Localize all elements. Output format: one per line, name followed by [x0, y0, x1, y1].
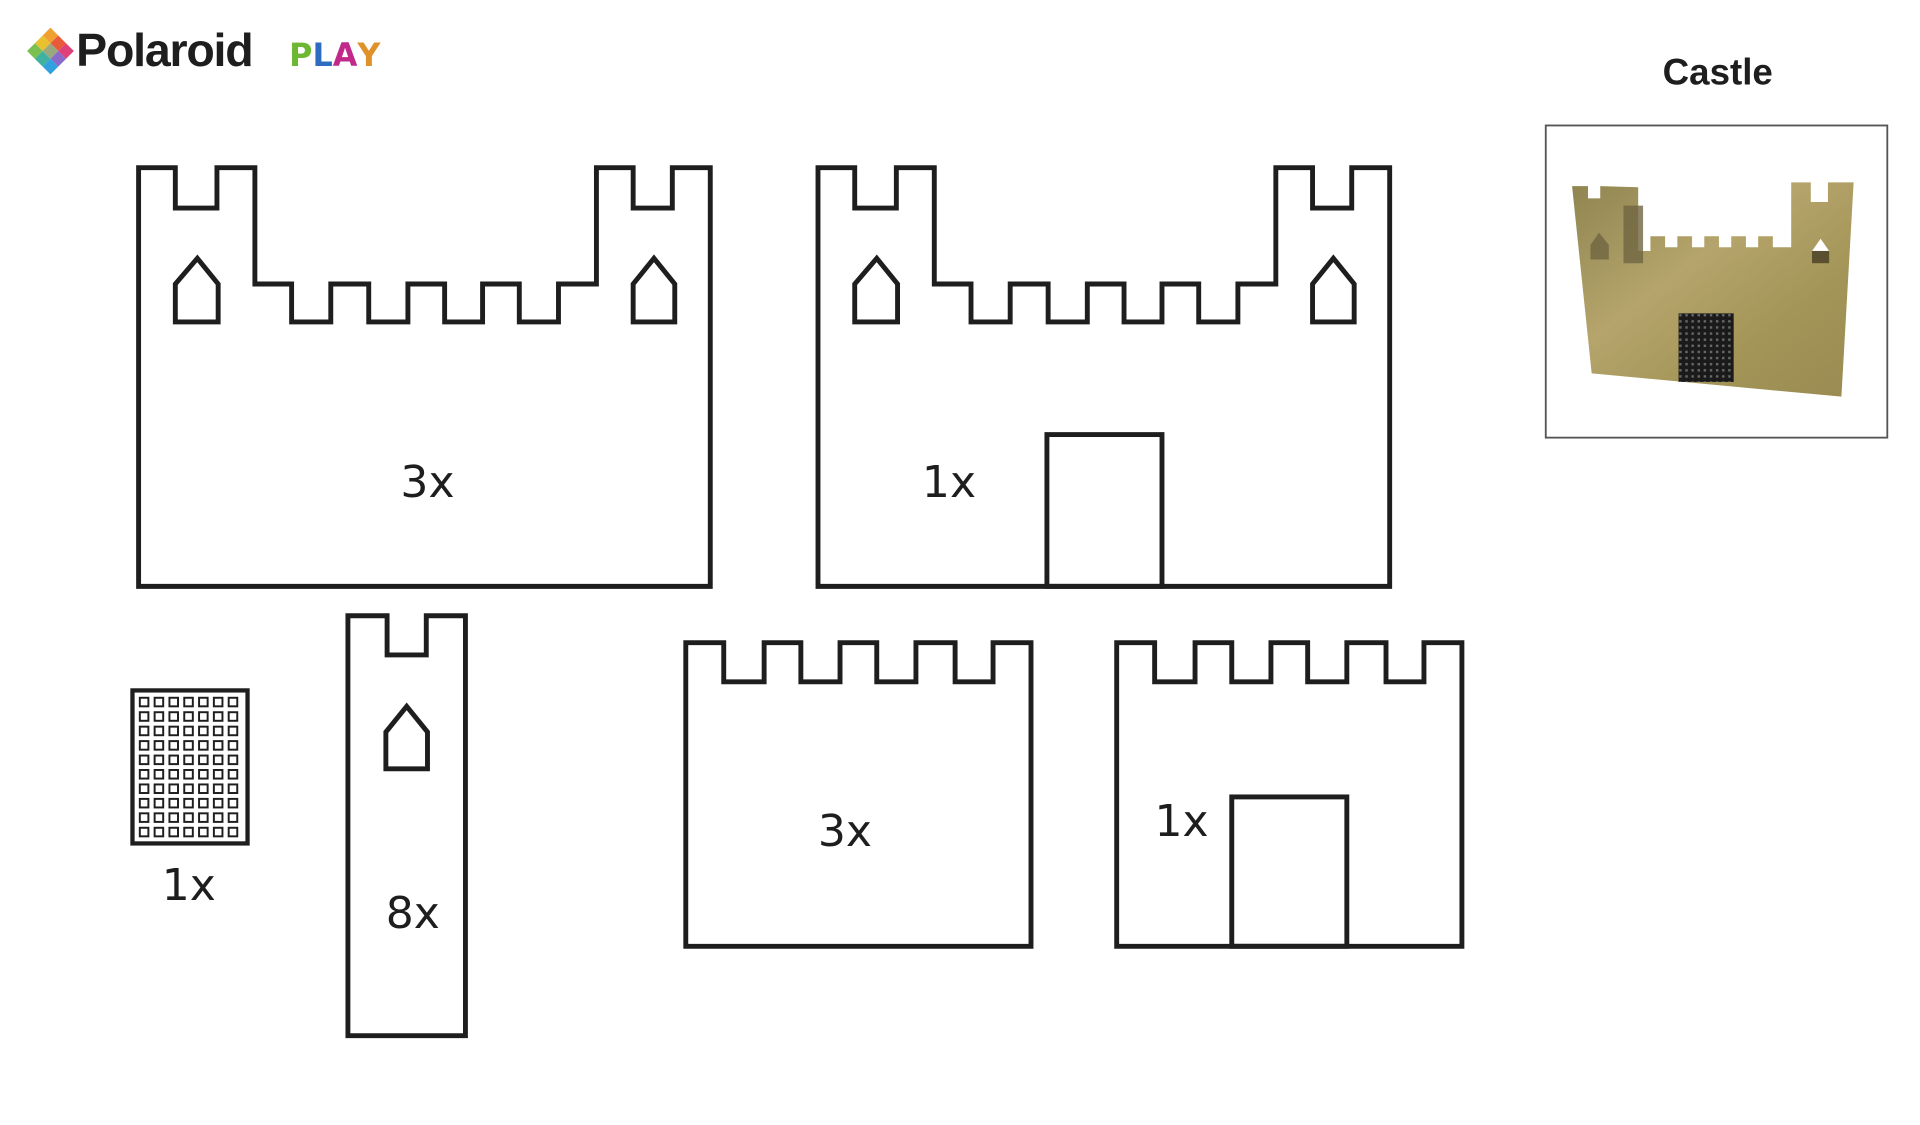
grid-hole — [153, 725, 165, 737]
grid-hole — [183, 740, 194, 751]
grid-hole — [138, 711, 150, 722]
portcullis-grid — [138, 696, 239, 838]
piece-portcullis: 1x — [130, 688, 250, 911]
grid-hole — [183, 754, 194, 766]
grid-hole — [183, 711, 194, 722]
grid-hole — [153, 826, 165, 838]
grid-hole — [212, 754, 224, 766]
grid-hole — [168, 826, 179, 838]
grid-hole — [168, 740, 179, 751]
grid-hole — [138, 740, 150, 751]
logo-brand-text: Polaroid — [76, 24, 252, 76]
grid-hole — [168, 797, 179, 809]
grid-hole — [198, 711, 209, 722]
grid-hole — [138, 769, 150, 780]
logo-play-a: A — [333, 36, 358, 74]
grid-hole — [138, 783, 150, 794]
grid-hole — [168, 783, 179, 794]
grid-hole — [138, 812, 150, 823]
grid-hole — [198, 696, 209, 708]
grid-hole — [153, 797, 165, 809]
grid-hole — [198, 783, 209, 794]
window-left — [172, 254, 221, 325]
grid-hole — [198, 754, 209, 766]
door — [1229, 794, 1350, 949]
grid-hole — [168, 711, 179, 722]
grid-hole — [138, 725, 150, 737]
logo-play-text: PLAY — [289, 36, 381, 74]
grid-hole — [153, 754, 165, 766]
grid-hole — [212, 711, 224, 722]
grid-hole — [153, 783, 165, 794]
grid-hole — [227, 725, 239, 737]
grid-hole — [153, 740, 165, 751]
grid-hole — [212, 725, 224, 737]
grid-hole — [183, 797, 194, 809]
grid-hole — [198, 725, 209, 737]
grid-hole — [153, 696, 165, 708]
grid-hole — [227, 783, 239, 794]
grid-hole — [183, 696, 194, 708]
grid-hole — [138, 826, 150, 838]
piece-wall-with-towers: 3x — [136, 165, 713, 589]
piece-small-wall-door: 1x — [1114, 640, 1465, 949]
grid-hole — [138, 696, 150, 708]
grid-hole — [183, 783, 194, 794]
grid-hole — [168, 725, 179, 737]
grid-hole — [212, 769, 224, 780]
quantity-label: 1x — [922, 457, 976, 508]
quantity-label: 3x — [400, 457, 454, 508]
grid-hole — [138, 797, 150, 809]
grid-hole — [153, 812, 165, 823]
quantity-label: 1x — [162, 860, 216, 911]
grid-hole — [212, 826, 224, 838]
grid-hole — [212, 740, 224, 751]
grid-hole — [212, 797, 224, 809]
grid-hole — [212, 783, 224, 794]
grid-hole — [153, 711, 165, 722]
grid-hole — [183, 725, 194, 737]
grid-hole — [227, 812, 239, 823]
piece-wall-with-towers-door: 1x — [815, 165, 1393, 589]
grid-hole — [212, 696, 224, 708]
grid-hole — [198, 797, 209, 809]
polaroid-play-logo: Polaroid PLAY — [27, 24, 381, 76]
grid-hole — [212, 812, 224, 823]
grid-hole — [227, 797, 239, 809]
grid-hole — [227, 769, 239, 780]
grid-hole — [198, 812, 209, 823]
quantity-label: 1x — [1155, 796, 1209, 847]
polaroid-diamond-icon — [27, 27, 74, 75]
grid-hole — [183, 826, 194, 838]
grid-hole — [153, 769, 165, 780]
grid-hole — [227, 740, 239, 751]
grid-hole — [168, 812, 179, 823]
grid-hole — [168, 769, 179, 780]
grid-hole — [198, 769, 209, 780]
grid-hole — [227, 754, 239, 766]
door — [1044, 432, 1165, 589]
quantity-label: 3x — [818, 806, 872, 857]
grid-hole — [168, 754, 179, 766]
grid-hole — [227, 696, 239, 708]
window-right — [630, 254, 678, 325]
grid-hole — [183, 769, 194, 780]
piece-tower: 8x — [345, 613, 468, 1039]
grid-hole — [227, 711, 239, 722]
grid-hole — [168, 696, 179, 708]
piece-small-wall: 3x — [683, 640, 1034, 949]
castle-preview-photo — [1544, 124, 1889, 439]
grid-hole — [198, 826, 209, 838]
grid-hole — [198, 740, 209, 751]
quantity-label: 8x — [386, 888, 440, 939]
preview-title: Castle — [1663, 51, 1773, 92]
grid-hole — [138, 754, 150, 766]
logo-play-l: L — [312, 36, 332, 74]
logo-play-p: P — [289, 36, 312, 74]
grid-hole — [227, 826, 239, 838]
grid-hole — [183, 812, 194, 823]
logo-play-y: Y — [356, 36, 381, 74]
